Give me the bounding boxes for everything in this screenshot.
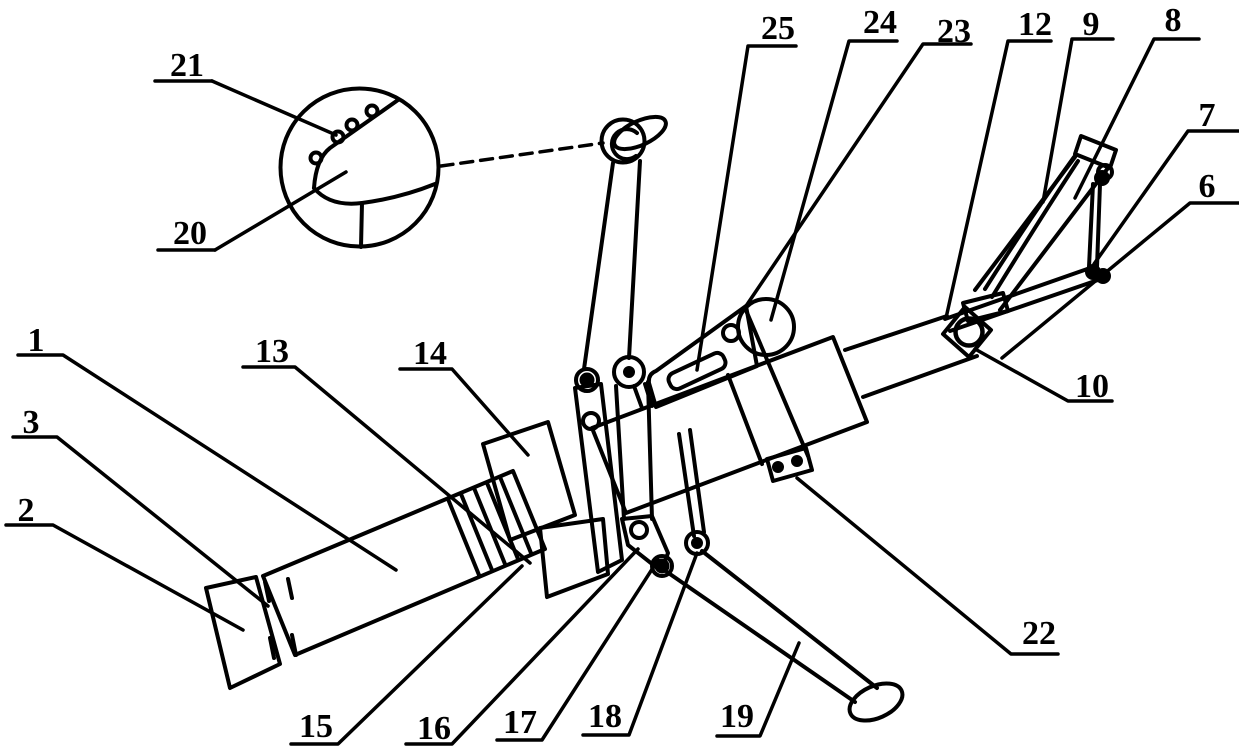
svg-text:25: 25 <box>761 10 795 47</box>
svg-text:12: 12 <box>1018 6 1052 43</box>
svg-text:19: 19 <box>720 698 754 735</box>
svg-text:1: 1 <box>28 322 45 359</box>
svg-text:23: 23 <box>937 13 971 50</box>
svg-text:13: 13 <box>255 333 289 370</box>
svg-text:14: 14 <box>413 335 447 372</box>
svg-text:24: 24 <box>863 4 897 41</box>
svg-text:7: 7 <box>1199 97 1216 134</box>
svg-text:15: 15 <box>299 708 333 745</box>
svg-text:3: 3 <box>23 404 40 441</box>
svg-text:20: 20 <box>173 215 207 252</box>
svg-text:22: 22 <box>1022 615 1056 652</box>
svg-text:9: 9 <box>1083 6 1100 43</box>
svg-text:17: 17 <box>503 704 537 741</box>
svg-text:6: 6 <box>1199 168 1216 205</box>
svg-text:8: 8 <box>1165 2 1182 39</box>
svg-text:16: 16 <box>417 710 451 747</box>
svg-text:21: 21 <box>170 47 204 84</box>
svg-text:10: 10 <box>1075 368 1109 405</box>
svg-text:2: 2 <box>18 492 35 529</box>
svg-text:18: 18 <box>588 698 622 735</box>
